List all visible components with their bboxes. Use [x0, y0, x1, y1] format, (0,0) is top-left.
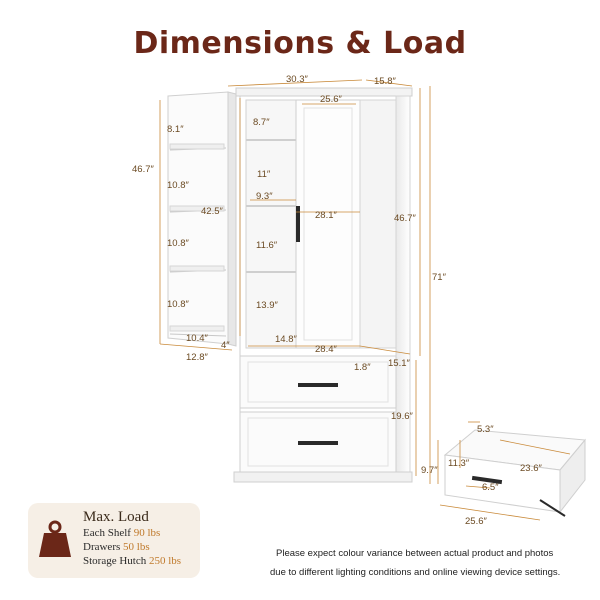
dim-inner-width: 25.6″ [320, 94, 342, 105]
dim-cab-shelf-4: 13.9″ [256, 300, 278, 311]
load-hutch-value: 250 lbs [148, 555, 182, 567]
dimension-lines [159, 79, 571, 521]
left-door [167, 91, 237, 347]
dim-drawer-section-height: 19.6″ [391, 411, 413, 422]
dim-cab-bottom-depth: 14.8″ [275, 334, 297, 345]
page-title: Dimensions & Load [133, 26, 467, 61]
load-shelf-label: Each Shelf [83, 527, 131, 539]
dim-drawer-front-height: 6.5″ [482, 482, 499, 493]
dim-door-height: 42.5″ [201, 206, 223, 217]
drawer-detail [443, 429, 586, 517]
color-note-line-2: due to different lighting conditions and… [270, 567, 561, 578]
dim-base-width: 28.4″ [315, 344, 337, 355]
load-drawers-value: 50 lbs [123, 541, 150, 553]
cabinet-body [233, 87, 413, 483]
weight-icon [39, 520, 71, 557]
load-shelf-value: 90 lbs [133, 527, 161, 539]
load-shelf: Each Shelf 90 lbs [83, 527, 160, 539]
dim-drawer-length: 23.6″ [520, 463, 542, 474]
dim-cab-shelf-3: 11.6″ [256, 240, 278, 251]
dim-door-shelf-width: 10.4″ [186, 333, 208, 344]
dim-door-shelf-4: 10.8″ [167, 299, 189, 310]
dim-upper-height: 46.7″ [132, 164, 154, 175]
color-note-line-1: Please expect colour variance between ac… [276, 548, 554, 559]
dim-total-height: 71″ [432, 272, 446, 283]
dim-drawer-inner-depth: 11.3″ [448, 458, 470, 469]
max-load-title: Max. Load [83, 509, 149, 525]
dim-door-shelf-2: 10.8″ [167, 180, 189, 191]
load-drawers-label: Drawers [83, 541, 121, 553]
load-hutch-label: Storage Hutch [83, 555, 147, 567]
dim-cab-shelf-2: 11″ [257, 169, 271, 180]
dim-door-depth: 4″ [221, 340, 230, 351]
dim-top-depth: 15.8″ [374, 76, 396, 87]
dim-cab-inner-width: 28.1″ [315, 210, 337, 221]
load-drawers: Drawers 50 lbs [83, 541, 150, 553]
dim-drawer-side: 5.3″ [477, 424, 494, 435]
dim-top-width: 30.3″ [286, 74, 308, 85]
load-hutch: Storage Hutch 250 lbs [83, 555, 181, 567]
dim-side-thickness: 1.8″ [354, 362, 371, 373]
dim-door-shelf-3: 10.8″ [167, 238, 189, 249]
dim-base-depth: 15.1″ [388, 358, 410, 369]
dim-door-width: 12.8″ [186, 352, 208, 363]
dim-door-shelf-1: 8.1″ [167, 124, 184, 135]
dim-cab-inner-depth: 9.3″ [256, 191, 273, 202]
dim-drawer-width: 25.6″ [465, 516, 487, 527]
dim-cab-shelf-1: 8.7″ [253, 117, 270, 128]
dim-right-upper-height: 46.7″ [394, 213, 416, 224]
dim-drawer-height: 9.7″ [421, 465, 438, 476]
